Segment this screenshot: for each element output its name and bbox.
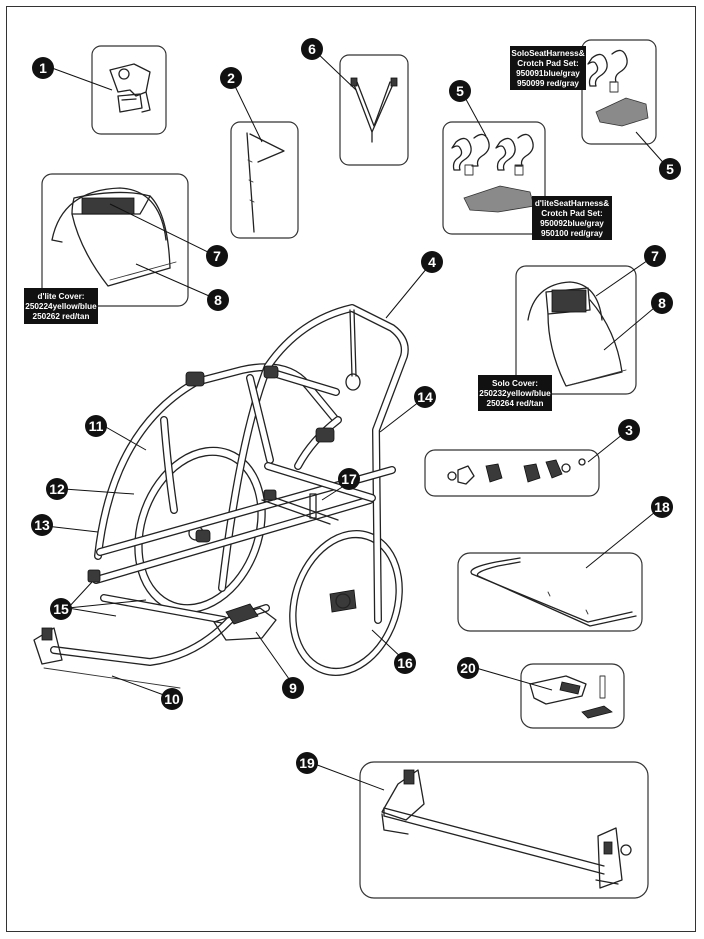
dlite-cover [51,187,177,287]
svg-text:14: 14 [417,389,433,405]
svg-text:250224yellow/blue: 250224yellow/blue [25,302,97,311]
svg-text:250262 red/tan: 250262 red/tan [33,312,90,321]
svg-text:11: 11 [89,418,104,434]
stroller-frame [33,304,409,689]
callout-9: 9 [282,677,304,699]
callout-4: 4 [421,251,443,273]
callout-2: 2 [220,67,242,89]
svg-text:950091blue/gray: 950091blue/gray [516,69,580,78]
svg-text:Crotch Pad Set:: Crotch Pad Set: [541,209,602,218]
callout-8-dlite: 8 [207,289,229,311]
hitch-bracket [213,603,277,641]
svg-text:1: 1 [39,60,47,76]
callout-7-dlite: 7 [206,245,228,267]
part-3-box [424,449,600,497]
svg-text:2: 2 [227,70,235,86]
svg-text:Crotch Pad Set:: Crotch Pad Set: [517,59,578,68]
svg-text:17: 17 [341,471,357,487]
solo-cover-box [515,265,637,395]
callout-12: 12 [46,478,68,500]
svg-text:950092blue/gray: 950092blue/gray [540,219,604,228]
svg-text:8: 8 [214,292,222,308]
label-dlite-cover: d'lite Cover: 250224yellow/blue 250262 r… [24,288,98,324]
svg-text:12: 12 [49,481,65,497]
svg-text:6: 6 [308,41,316,57]
label-dlite-seat-harness: d'liteSeatHarness& Crotch Pad Set: 95009… [532,196,612,240]
callout-14: 14 [414,386,436,408]
callout-8-solo: 8 [651,292,673,314]
dlite-harness-pads [451,133,535,213]
part-2-safety-flag [246,132,285,233]
svg-text:19: 19 [299,755,315,771]
label-solo-cover: Solo Cover: 250232yellow/blue 250264 red… [478,375,552,411]
part-20-strap-and-pin [529,675,613,719]
diagram-frame [6,6,696,932]
part-19-box [359,761,649,899]
svg-text:5: 5 [666,161,674,177]
svg-text:16: 16 [397,655,413,671]
handle-strap [345,309,361,391]
label-solo-seat-harness: SoloSeatHarness& Crotch Pad Set: 950091b… [510,46,586,90]
callout-3: 3 [618,419,640,441]
svg-text:d'liteSeatHarness&: d'liteSeatHarness& [535,199,609,208]
callout-20: 20 [457,657,479,679]
svg-text:950099 red/gray: 950099 red/gray [517,79,579,88]
seat-support [261,493,339,525]
callout-1: 1 [32,57,54,79]
part-19-axle [381,769,632,889]
solo-harness-pads [587,49,649,127]
callout-16: 16 [394,652,416,674]
svg-text:Solo Cover:: Solo Cover: [492,379,538,388]
part-1-box [91,45,167,135]
svg-text:15: 15 [53,601,69,617]
tow-arm [33,604,270,689]
dlite-cover-box [41,173,189,307]
svg-text:SoloSeatHarness&: SoloSeatHarness& [511,49,584,58]
callout-5-solo: 5 [659,158,681,180]
svg-text:18: 18 [654,499,670,515]
svg-text:250232yellow/blue: 250232yellow/blue [479,389,551,398]
svg-text:7: 7 [651,248,659,264]
callout-7-solo: 7 [644,245,666,267]
part-6-strap [350,77,398,143]
svg-text:8: 8 [658,295,666,311]
callout-11: 11 [85,415,107,437]
callout-5-dlite: 5 [449,80,471,102]
svg-text:9: 9 [289,680,297,696]
part-5-dlite-box [442,121,546,235]
callout-6: 6 [301,38,323,60]
svg-text:950100 red/gray: 950100 red/gray [541,229,603,238]
frame-tubes [92,304,409,624]
svg-text:3: 3 [625,422,633,438]
svg-text:4: 4 [428,254,436,270]
callout-10: 10 [161,688,183,710]
callout-15: 15 [50,598,72,620]
svg-text:7: 7 [213,248,221,264]
part-18-handle-bar [470,557,637,627]
part-2-box [230,121,299,239]
part-18-box [457,552,643,632]
part-3-hardware [447,458,586,485]
part-6-box [339,54,409,166]
right-wheel [289,530,403,676]
svg-text:5: 5 [456,83,464,99]
solo-cover [527,281,627,387]
callout-19: 19 [296,752,318,774]
callout-18: 18 [651,496,673,518]
callout-17: 17 [338,468,360,490]
svg-text:250264 red/tan: 250264 red/tan [487,399,544,408]
callout-13: 13 [31,514,53,536]
frame-clamps [87,365,335,583]
part-1-bracket [109,63,151,113]
svg-text:10: 10 [164,691,180,707]
svg-text:20: 20 [460,660,476,676]
svg-text:13: 13 [34,517,50,533]
part-5-solo-box [581,39,657,145]
part-20-box [520,663,625,729]
svg-text:d'lite Cover:: d'lite Cover: [38,292,85,301]
